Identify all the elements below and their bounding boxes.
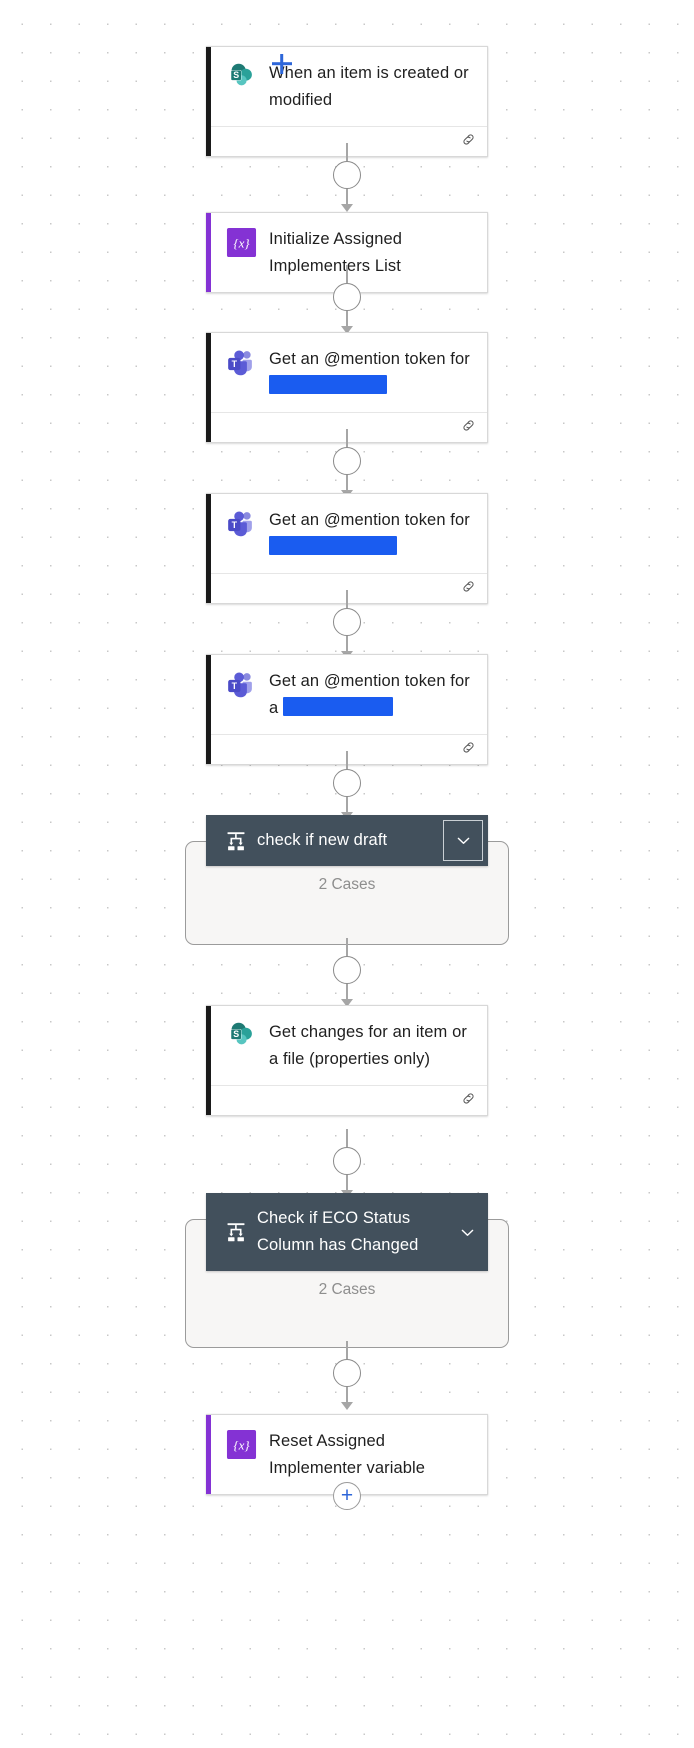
flow-node-check-if-eco-status-column-has-changed[interactable]: Check if ECO Status Column has Changed 2… <box>0 1193 694 1348</box>
redacted-value <box>269 536 397 555</box>
card-accent-bar <box>206 1006 211 1115</box>
flow-node-reset-assigned-implementer-variable[interactable]: {x} Reset Assigned Implementer variable <box>0 1414 694 1495</box>
card-body: {x} Reset Assigned Implementer variable <box>206 1415 487 1494</box>
action-card[interactable]: T Get an @mention token for a <box>206 654 488 765</box>
action-card[interactable]: S Get changes for an item or a file (pro… <box>206 1005 488 1116</box>
switch-title: check if new draft <box>257 831 388 849</box>
connector-node[interactable] <box>333 447 361 475</box>
card-body: S When an item is created or modified <box>206 47 487 126</box>
card-title-text: Get an @mention token for <box>269 511 470 529</box>
card-footer <box>211 126 487 156</box>
card-accent-bar <box>206 655 211 764</box>
card-accent-bar <box>206 47 211 156</box>
card-footer <box>211 1085 487 1115</box>
flow-node-get-changes-for-item-or-file[interactable]: S Get changes for an item or a file (pro… <box>0 1005 694 1116</box>
switch-icon <box>219 815 253 866</box>
card-title: Get an @mention token for <box>269 506 477 561</box>
link-icon[interactable] <box>461 418 476 438</box>
link-icon[interactable] <box>461 579 476 599</box>
variable-icon: {x} <box>225 226 257 258</box>
card-title: Get an @mention token for <box>269 345 477 400</box>
plus-icon: + <box>340 1483 354 1507</box>
add-step-button[interactable]: + <box>333 1482 361 1510</box>
connector-3 <box>317 429 377 498</box>
switch-icon <box>219 1193 253 1271</box>
connector-7 <box>317 1129 377 1198</box>
chevron-down-icon[interactable] <box>446 1193 488 1271</box>
switch-header[interactable]: check if new draft <box>206 815 488 866</box>
card-footer <box>211 412 487 442</box>
connector-node[interactable] <box>333 769 361 797</box>
flow-node-trigger-sharepoint[interactable]: S When an item is created or modified <box>0 46 694 157</box>
card-accent-bar <box>206 333 211 442</box>
card-body: S Get changes for an item or a file (pro… <box>206 1006 487 1085</box>
card-body: T Get an @mention token for <box>206 333 487 412</box>
switch-scope[interactable]: check if new draft 2 Cases <box>185 815 509 945</box>
redacted-value <box>282 697 393 716</box>
card-accent-bar <box>206 213 211 292</box>
card-accent-bar <box>206 494 211 603</box>
action-card[interactable]: T Get an @mention token for <box>206 493 488 604</box>
connector-4 <box>317 590 377 659</box>
card-accent-bar <box>206 1415 211 1494</box>
add-step-connector: + <box>317 1482 377 1510</box>
scope-cases-label: 2 Cases <box>318 1281 376 1298</box>
flow-node-get-mention-token-2[interactable]: T Get an @mention token for <box>0 493 694 604</box>
teams-icon: T <box>225 668 257 700</box>
svg-text:{x}: {x} <box>233 1437 250 1452</box>
link-icon[interactable] <box>461 132 476 152</box>
action-card[interactable]: T Get an @mention token for <box>206 332 488 443</box>
teams-icon: T <box>225 507 257 539</box>
card-footer <box>211 573 487 603</box>
switch-scope[interactable]: Check if ECO Status Column has Changed 2… <box>185 1193 509 1348</box>
switch-title: Check if ECO Status Column has Changed <box>257 1209 419 1254</box>
connector-node[interactable] <box>333 161 361 189</box>
connector-8 <box>317 1341 377 1410</box>
sharepoint-icon: S <box>225 60 257 92</box>
flow-node-check-if-new-draft[interactable]: check if new draft 2 Cases <box>0 815 694 945</box>
teams-icon: T <box>225 346 257 378</box>
card-title-text: Get an @mention token for <box>269 350 470 368</box>
switch-header[interactable]: Check if ECO Status Column has Changed <box>206 1193 488 1271</box>
card-body: T Get an @mention token for <box>206 494 487 573</box>
link-icon[interactable] <box>461 740 476 760</box>
svg-text:T: T <box>232 520 238 530</box>
action-card[interactable]: S When an item is created or modified <box>206 46 488 157</box>
scope-cases-label: 2 Cases <box>318 876 376 893</box>
card-body: {x} Initialize Assigned Implementers Lis… <box>206 213 487 292</box>
flow-node-get-mention-token-1[interactable]: T Get an @mention token for <box>0 332 694 443</box>
connector-node[interactable] <box>333 283 361 311</box>
link-icon[interactable] <box>461 1091 476 1111</box>
connector-2 <box>317 265 377 334</box>
flow-node-get-mention-token-3[interactable]: T Get an @mention token for a <box>0 654 694 765</box>
card-title: When an item is created or modified <box>269 64 469 109</box>
connector-node[interactable] <box>333 1359 361 1387</box>
svg-text:T: T <box>232 681 238 691</box>
connector-node[interactable] <box>333 1147 361 1175</box>
card-title: Reset Assigned Implementer variable <box>269 1432 426 1477</box>
card-title: Initialize Assigned Implementers List <box>269 230 403 275</box>
card-footer <box>211 734 487 764</box>
card-title: Get an @mention token for a <box>269 667 477 722</box>
svg-text:{x}: {x} <box>233 235 250 250</box>
card-body: T Get an @mention token for a <box>206 655 487 734</box>
sharepoint-icon: S <box>225 1019 257 1051</box>
connector-5 <box>317 751 377 820</box>
connector-6 <box>317 938 377 1007</box>
svg-text:S: S <box>233 1029 239 1039</box>
action-card[interactable]: {x} Reset Assigned Implementer variable <box>206 1414 488 1495</box>
chevron-down-icon[interactable] <box>443 820 483 861</box>
card-title-text: Get an @mention token for a <box>269 672 470 717</box>
svg-text:T: T <box>232 359 238 369</box>
connector-node[interactable] <box>333 608 361 636</box>
connector-node[interactable] <box>333 956 361 984</box>
connector-1 <box>317 143 377 212</box>
redacted-value <box>269 375 387 394</box>
svg-text:S: S <box>233 70 239 80</box>
card-title: Get changes for an item or a file (prope… <box>269 1023 467 1068</box>
variable-icon: {x} <box>225 1428 257 1460</box>
mouse-cursor-crosshair <box>270 52 294 76</box>
